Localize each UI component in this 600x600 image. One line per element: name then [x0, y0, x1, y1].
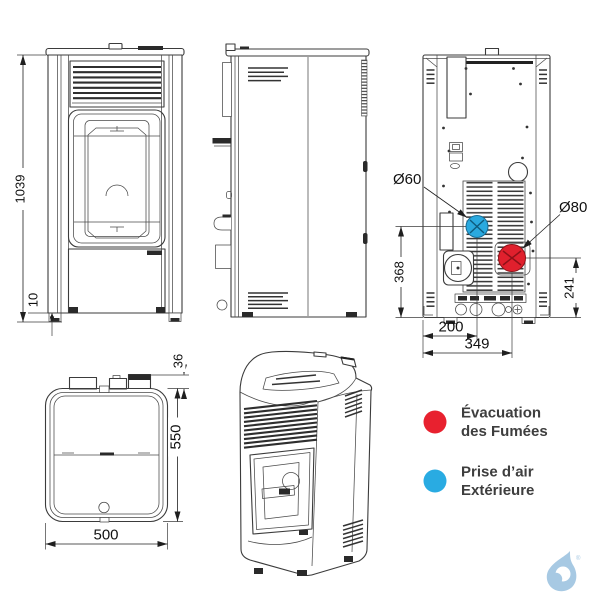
front-feet	[48, 312, 182, 322]
dim-width: 500	[45, 523, 168, 550]
front-view: 1039 10	[13, 42, 185, 336]
legend-item-flue-exhaust: Évacuation des Fumées	[423, 405, 548, 440]
rear-column-vents	[426, 69, 547, 307]
side-rear-attachments	[212, 62, 232, 269]
perspective-side-vent-bottom	[342, 519, 364, 548]
dim-overall-height: 1039	[13, 54, 62, 323]
legend: Évacuation des Fumées Prise d’air Extéri…	[423, 405, 548, 499]
perspective-grille	[243, 399, 318, 449]
flue-exhaust-port	[498, 244, 526, 272]
legend-flue-line2: des Fumées	[461, 423, 548, 440]
air-height-label: 368	[392, 261, 407, 283]
legend-air-line1: Prise d’air	[461, 464, 534, 481]
flue-offset-label: 349	[464, 336, 489, 353]
dim-depth: 550	[163, 388, 185, 522]
depth-label: 550	[168, 424, 185, 449]
side-view	[212, 43, 370, 318]
callout-flue-diameter: Ø80	[522, 199, 587, 249]
flue-stub	[213, 216, 231, 231]
perspective-side-vent-top	[344, 389, 363, 418]
front-door	[67, 109, 166, 248]
air-intake-port	[465, 215, 489, 238]
width-label: 500	[93, 527, 118, 544]
dim-air-height: 368	[391, 226, 466, 318]
side-top-vents	[248, 67, 288, 82]
dim-flue-height: 241	[526, 257, 581, 318]
dim-lid-offset: 36	[150, 350, 189, 399]
dim-flue-offset: 349	[422, 272, 513, 358]
brand-drop-logo: ®	[546, 551, 581, 592]
front-foot-height-label: 10	[26, 293, 41, 307]
front-bottom-panel	[67, 248, 166, 314]
registered-mark: ®	[576, 555, 581, 562]
front-overall-height-label: 1039	[13, 175, 28, 204]
rear-view: Ø60 Ø80 368 241	[391, 47, 587, 358]
side-bottom-vents	[248, 292, 288, 309]
hopper-chute	[446, 56, 467, 119]
legend-flue-line1: Évacuation	[461, 405, 541, 422]
door-handle-arc	[105, 184, 129, 197]
rear-caster	[216, 299, 228, 311]
callout-air-diameter: Ø60	[393, 171, 468, 218]
perspective-view	[239, 350, 373, 577]
front-top-grille	[69, 60, 165, 108]
air-intake-dot	[423, 469, 447, 493]
flue-exhaust-dot	[423, 410, 447, 434]
side-hinge-ribs	[361, 59, 368, 117]
flue-diameter-label: Ø80	[559, 199, 587, 216]
air-intake-stub	[212, 138, 232, 144]
perspective-door	[249, 447, 315, 535]
extraction-fan	[442, 250, 475, 286]
air-diameter-label: Ø60	[393, 171, 421, 188]
flue-height-label: 241	[562, 277, 577, 299]
terminal-strip	[454, 293, 527, 303]
legend-air-line2: Extérieure	[461, 482, 534, 499]
top-view: 36 550 500	[44, 350, 189, 550]
dim-air-offset: 200	[422, 238, 478, 341]
legend-item-air-intake: Prise d’air Extérieure	[423, 464, 534, 499]
lid-offset-label: 36	[171, 354, 186, 368]
dim-foot-height: 10	[26, 288, 62, 336]
air-offset-label: 200	[438, 319, 463, 336]
rear-bottom-connectors	[455, 302, 523, 317]
